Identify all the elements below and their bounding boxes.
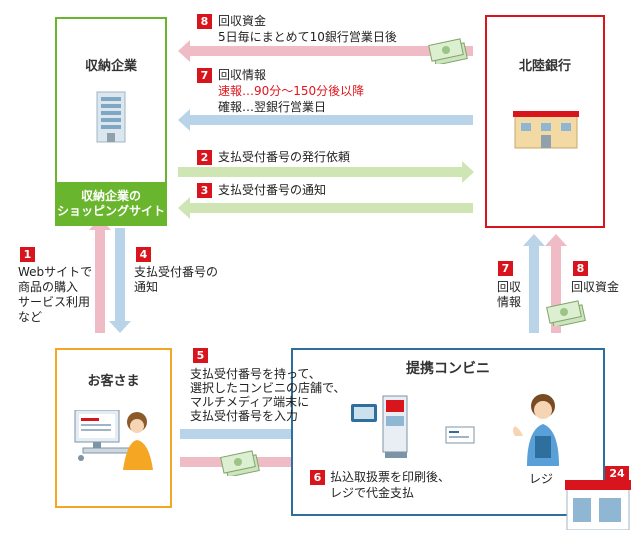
bank-building-icon [513, 111, 579, 149]
step-1-line1: Webサイトで [18, 265, 93, 279]
arrow-2-request [178, 161, 474, 183]
arrow-3-notify [178, 197, 473, 219]
customer-title: お客さま [87, 374, 140, 389]
step-5-line1: 支払受付番号を持って、 [190, 367, 321, 381]
bank-title: 北陸銀行 [518, 59, 571, 74]
step-7-side-line2: 情報 [497, 295, 522, 309]
step-4-line1: 支払受付番号の [134, 265, 219, 279]
shopping-site-line1: 収納企業の [80, 189, 141, 203]
step-7-side-line1: 回収 [497, 280, 522, 294]
step-8-badge: 8 [197, 14, 212, 29]
arrow-8-funds-to-bank [545, 234, 567, 333]
money-bills-icon [428, 38, 468, 64]
money-bills-icon [220, 450, 260, 476]
arrow-7-info-to-bank [523, 234, 545, 333]
customer-box: お客さま [55, 348, 172, 508]
arrow-7-info-to-company [178, 109, 473, 131]
step-5-line3: マルチメディア端末に [190, 395, 310, 409]
step-8-side-badge: 8 [573, 261, 588, 276]
store-24-sign: 24 [609, 467, 625, 480]
arrow-5-to-terminal [180, 423, 350, 445]
step-8-line1: 回収資金 [218, 14, 267, 28]
register-label: レジ [529, 472, 554, 486]
step-3-badge: 3 [197, 183, 212, 198]
step-5-line2: 選択したコンビニの店舗で、 [190, 381, 346, 395]
step-1-line4: など [18, 310, 43, 324]
step-7-line1: 回収情報 [218, 68, 267, 82]
customer-computer-icon [74, 410, 153, 470]
step-7-line2: 速報…90分～150分後以降 [218, 84, 365, 98]
cashier-staff-icon [513, 394, 559, 466]
step-8-line2: 5日毎にまとめて10銀行営業日後 [218, 30, 397, 44]
step-6-line1: 払込取扱票を印刷後、 [330, 470, 451, 484]
bank-box: 北陸銀行 [485, 15, 605, 228]
company-box: 収納企業 収納企業の ショッピングサイト [55, 17, 167, 226]
step-6-badge: 6 [310, 470, 325, 485]
step-4-line2: 通知 [134, 280, 159, 294]
step-2-text: 支払受付番号の発行依頼 [218, 150, 351, 164]
step-1-badge: 1 [20, 247, 35, 262]
arrow-4-notify [109, 228, 131, 333]
arrow-8-funds-to-company [178, 40, 473, 62]
convenience-store-icon [565, 466, 631, 530]
step-8-side-text: 回収資金 [571, 280, 620, 294]
step-3-text: 支払受付番号の通知 [218, 183, 327, 197]
conbini-box: 提携コンビニ レジ [291, 348, 605, 516]
step-2-badge: 2 [197, 150, 212, 165]
step-7-side-badge: 7 [498, 261, 513, 276]
step-7-line3: 確報…翌銀行営業日 [218, 100, 327, 114]
receipt-icon [445, 426, 475, 444]
company-title: 収納企業 [84, 59, 137, 74]
step-5-badge: 5 [193, 348, 208, 363]
shopping-site-line2: ショッピングサイト [57, 204, 166, 218]
money-bills-icon [546, 300, 586, 326]
step-1-line3: サービス利用 [18, 295, 91, 309]
step-7-badge: 7 [197, 68, 212, 83]
step-4-badge: 4 [136, 247, 151, 262]
step-5-line4: 支払受付番号を入力 [190, 409, 299, 423]
conbini-title: 提携コンビニ [406, 361, 490, 377]
shopping-site-label: 収納企業の ショッピングサイト [57, 182, 165, 226]
multimedia-terminal-icon [351, 395, 408, 458]
step-6-line2: レジで代金支払 [330, 486, 415, 500]
arrow-1-purchase [89, 218, 111, 333]
step-1-line2: 商品の購入 [18, 280, 79, 294]
office-building-icon [96, 91, 126, 143]
